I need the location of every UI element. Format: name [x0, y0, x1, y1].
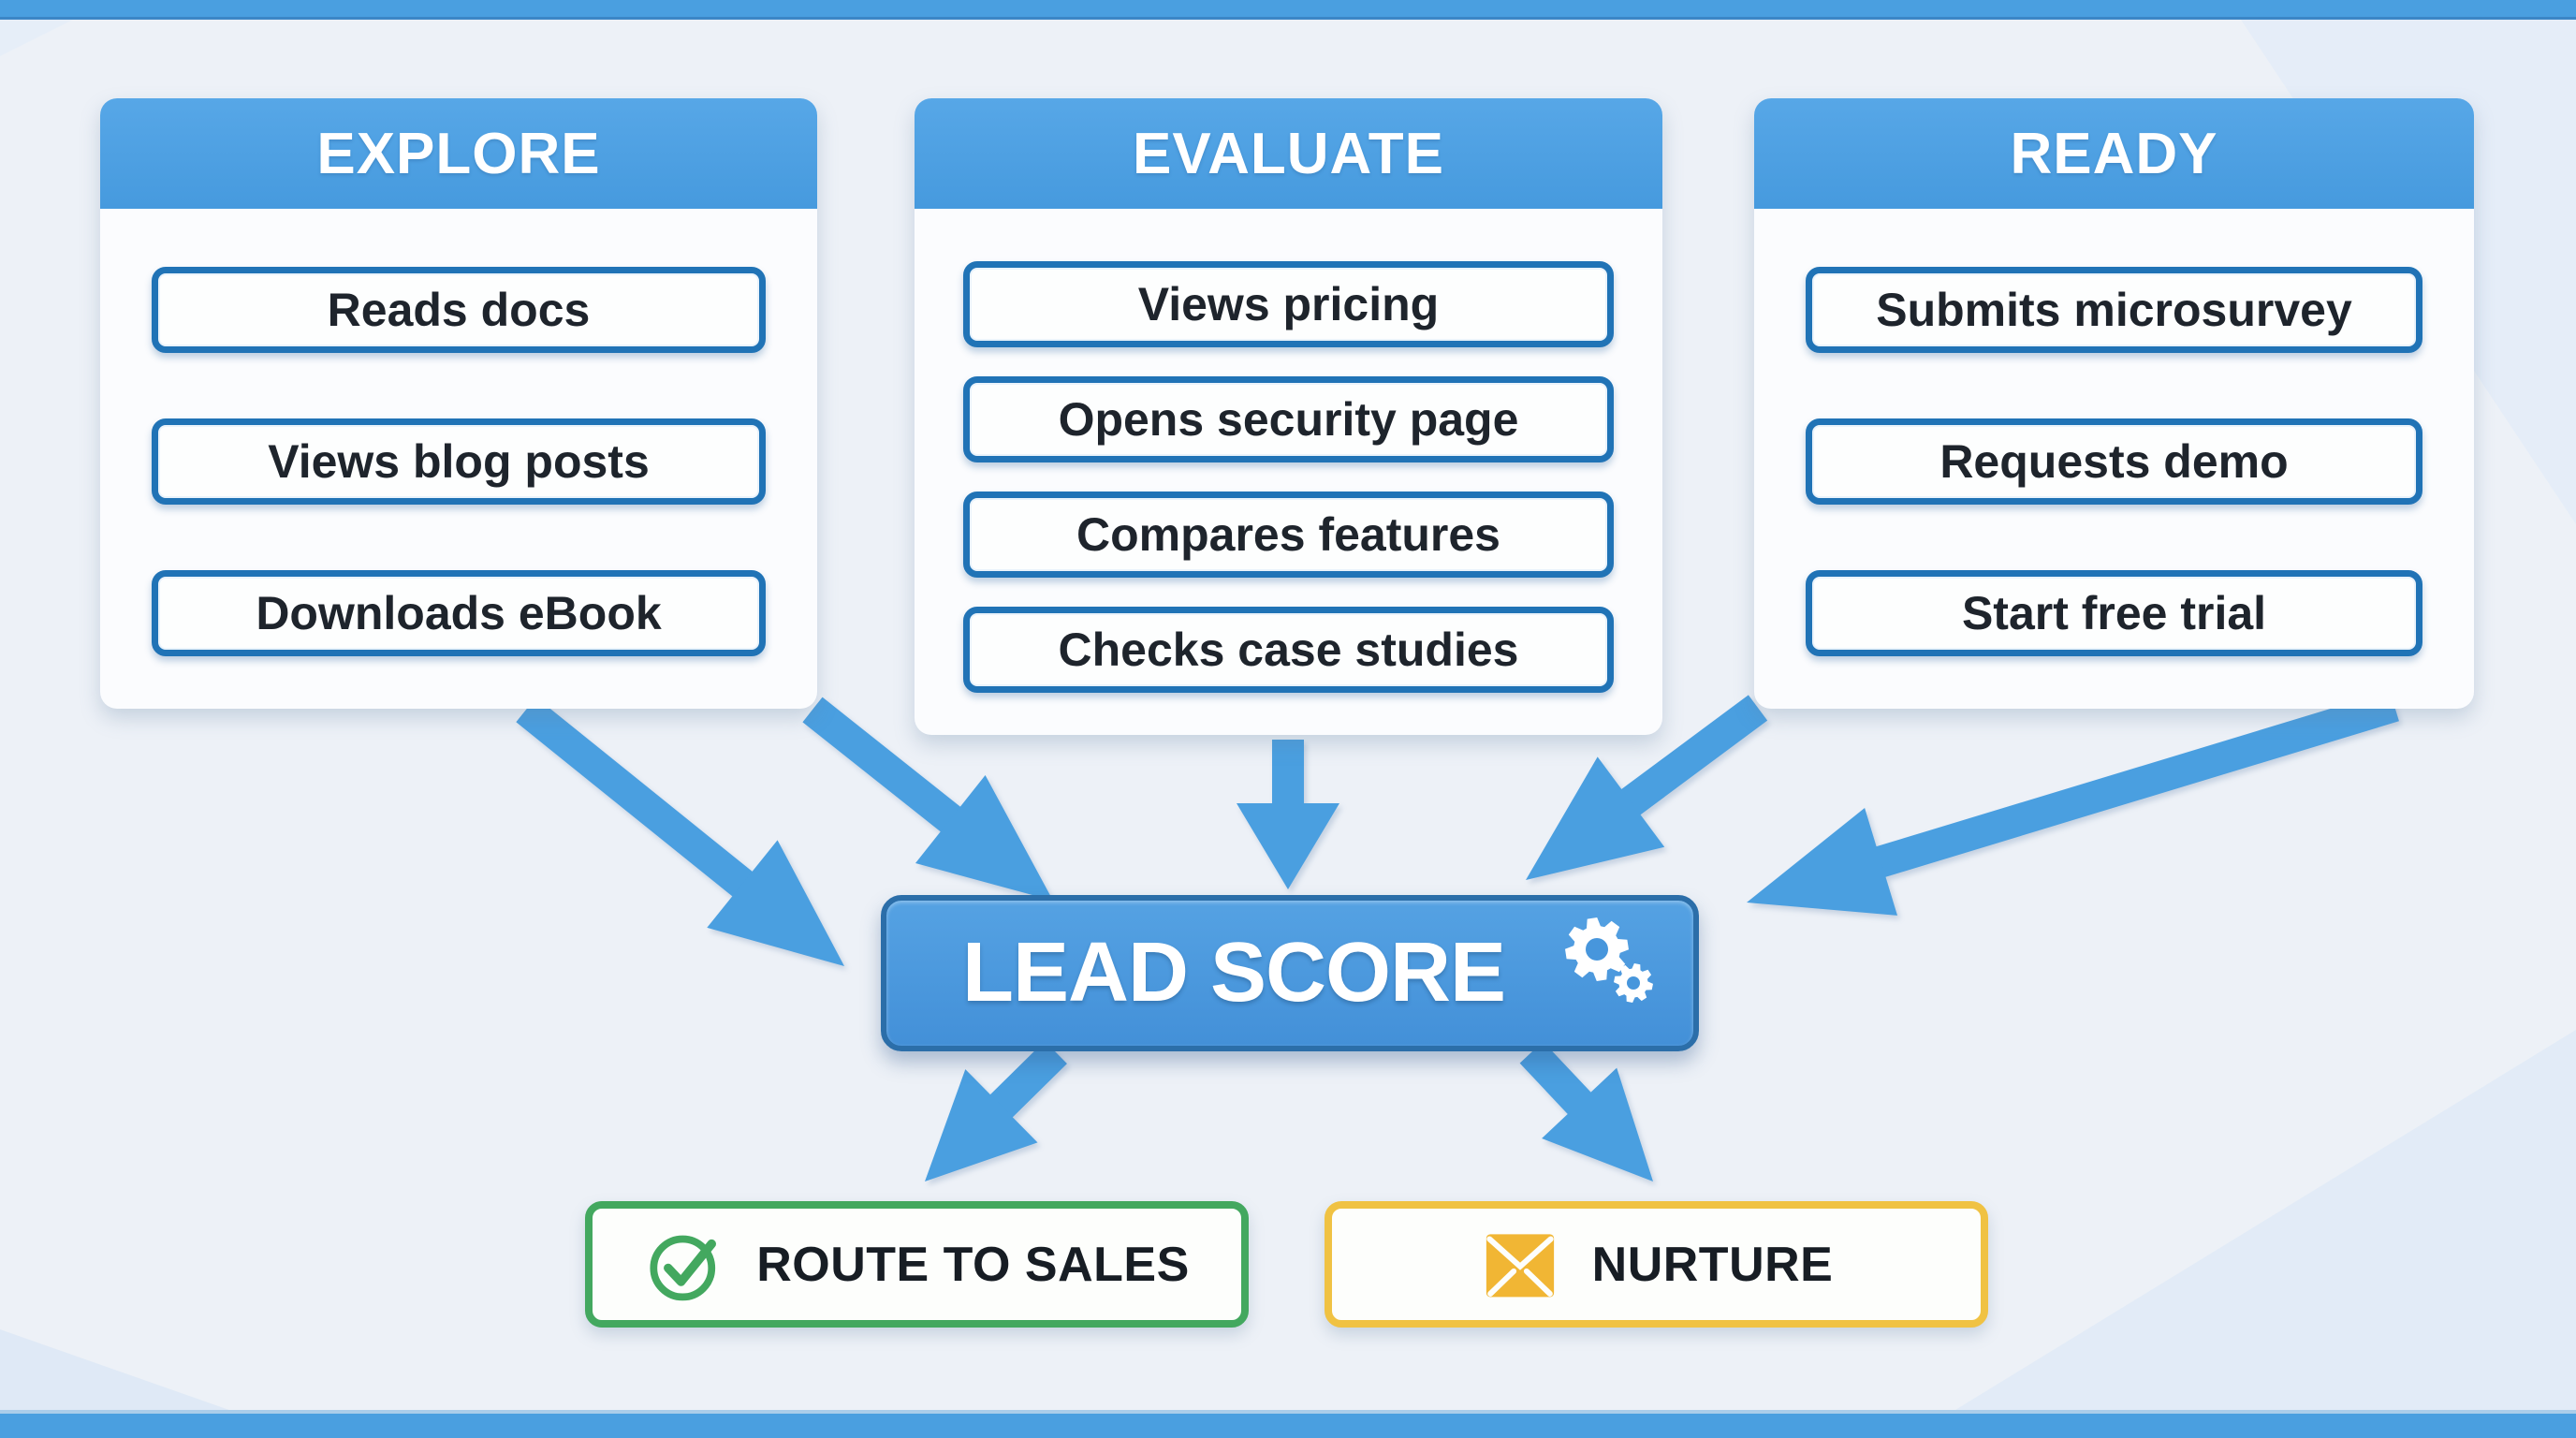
stage-item-label: Views blog posts	[268, 435, 650, 488]
stage-item: Opens security page	[963, 376, 1614, 462]
stage-item-label: Downloads eBook	[256, 587, 662, 639]
stage-item-label: Checks case studies	[1058, 624, 1519, 676]
arrow-evaluate-to-leadscore	[1237, 740, 1339, 889]
stage-items-ready: Submits microsurvey Requests demo Start …	[1754, 209, 2474, 709]
stage-item-label: Opens security page	[1058, 393, 1519, 446]
lead-score-box: LEAD SCORE	[881, 895, 1699, 1051]
arrow-explore-right-to-leadscore	[802, 697, 1053, 901]
envelope-icon	[1486, 1233, 1554, 1297]
route-to-sales-box: ROUTE TO SALES	[585, 1201, 1249, 1328]
stage-card-explore: EXPLORE Reads docs Views blog posts Down…	[100, 98, 817, 709]
route-to-sales-label: ROUTE TO SALES	[756, 1237, 1190, 1292]
stage-items-explore: Reads docs Views blog posts Downloads eB…	[100, 209, 817, 709]
stage-item: Start free trial	[1806, 570, 2422, 656]
nurture-label: NURTURE	[1591, 1237, 1834, 1292]
stage-item: Checks case studies	[963, 607, 1614, 693]
stage-card-ready: READY Submits microsurvey Requests demo …	[1754, 98, 2474, 709]
arrow-ready-right-to-leadscore	[1747, 690, 2399, 916]
check-circle-icon	[650, 1235, 717, 1300]
stage-item-label: Requests demo	[1939, 435, 2289, 488]
top-border-bar	[0, 0, 2576, 20]
nurture-box: NURTURE	[1325, 1201, 1988, 1328]
stage-item: Requests demo	[1806, 418, 2422, 505]
stage-item: Reads docs	[152, 267, 766, 353]
stage-header-evaluate: EVALUATE	[915, 98, 1662, 209]
stage-item: Views blog posts	[152, 418, 766, 505]
stage-item: Downloads eBook	[152, 570, 766, 656]
arrow-leadscore-to-route	[925, 1040, 1067, 1181]
stage-header-explore: EXPLORE	[100, 98, 817, 209]
stage-item: Views pricing	[963, 261, 1614, 347]
stage-item-label: Views pricing	[1137, 278, 1440, 330]
lead-score-label: LEAD SCORE	[961, 926, 1506, 1020]
stage-title-ready: READY	[2010, 121, 2218, 186]
stage-title-evaluate: EVALUATE	[1133, 121, 1444, 186]
stage-items-evaluate: Views pricing Opens security page Compar…	[915, 209, 1662, 735]
bottom-border-bar	[0, 1410, 2576, 1438]
stage-item-label: Compares features	[1076, 508, 1500, 561]
stage-item-label: Start free trial	[1961, 587, 2267, 639]
arrow-explore-left-to-leadscore	[516, 697, 844, 966]
bg-swathe-bottom-right	[1910, 1030, 2576, 1438]
stage-card-evaluate: EVALUATE Views pricing Opens security pa…	[915, 98, 1662, 735]
stage-item: Submits microsurvey	[1806, 267, 2422, 353]
stage-item-label: Submits microsurvey	[1876, 284, 2352, 336]
stage-title-explore: EXPLORE	[316, 121, 601, 186]
stage-header-ready: READY	[1754, 98, 2474, 209]
stage-item: Compares features	[963, 492, 1614, 578]
stage-item-label: Reads docs	[327, 284, 591, 336]
arrow-leadscore-to-nurture	[1519, 1041, 1653, 1181]
